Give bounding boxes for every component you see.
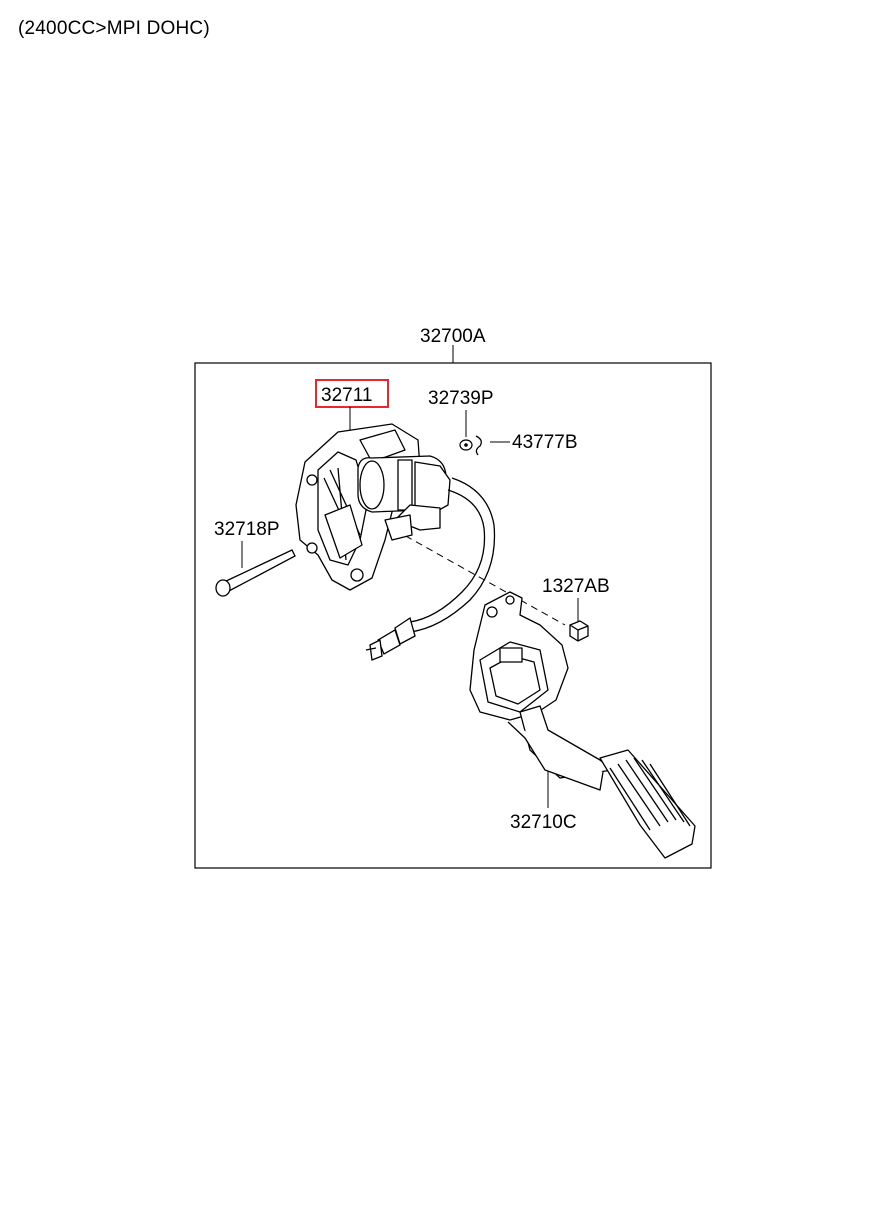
label-washer[interactable]: 32739P (428, 388, 494, 409)
hex-nut (569, 620, 589, 642)
label-nut[interactable]: 1327AB (542, 576, 610, 597)
clip (475, 435, 482, 456)
label-clip[interactable]: 43777B (512, 432, 578, 453)
label-pin[interactable]: 32718P (214, 519, 280, 540)
accelerator-pedal (469, 591, 696, 859)
engine-variant-label: (2400CC>MPI DOHC) (18, 18, 210, 39)
control-cable (365, 477, 496, 661)
label-assembly[interactable]: 32700A (420, 326, 486, 347)
alignment-dash (394, 529, 566, 626)
pivot-pin (215, 549, 296, 597)
washer-hole (464, 443, 468, 447)
label-pedal[interactable]: 32710C (510, 812, 577, 833)
highlight-box (315, 379, 389, 408)
actuator-motor (357, 455, 451, 541)
label-bracket[interactable]: 32711 (321, 385, 372, 406)
